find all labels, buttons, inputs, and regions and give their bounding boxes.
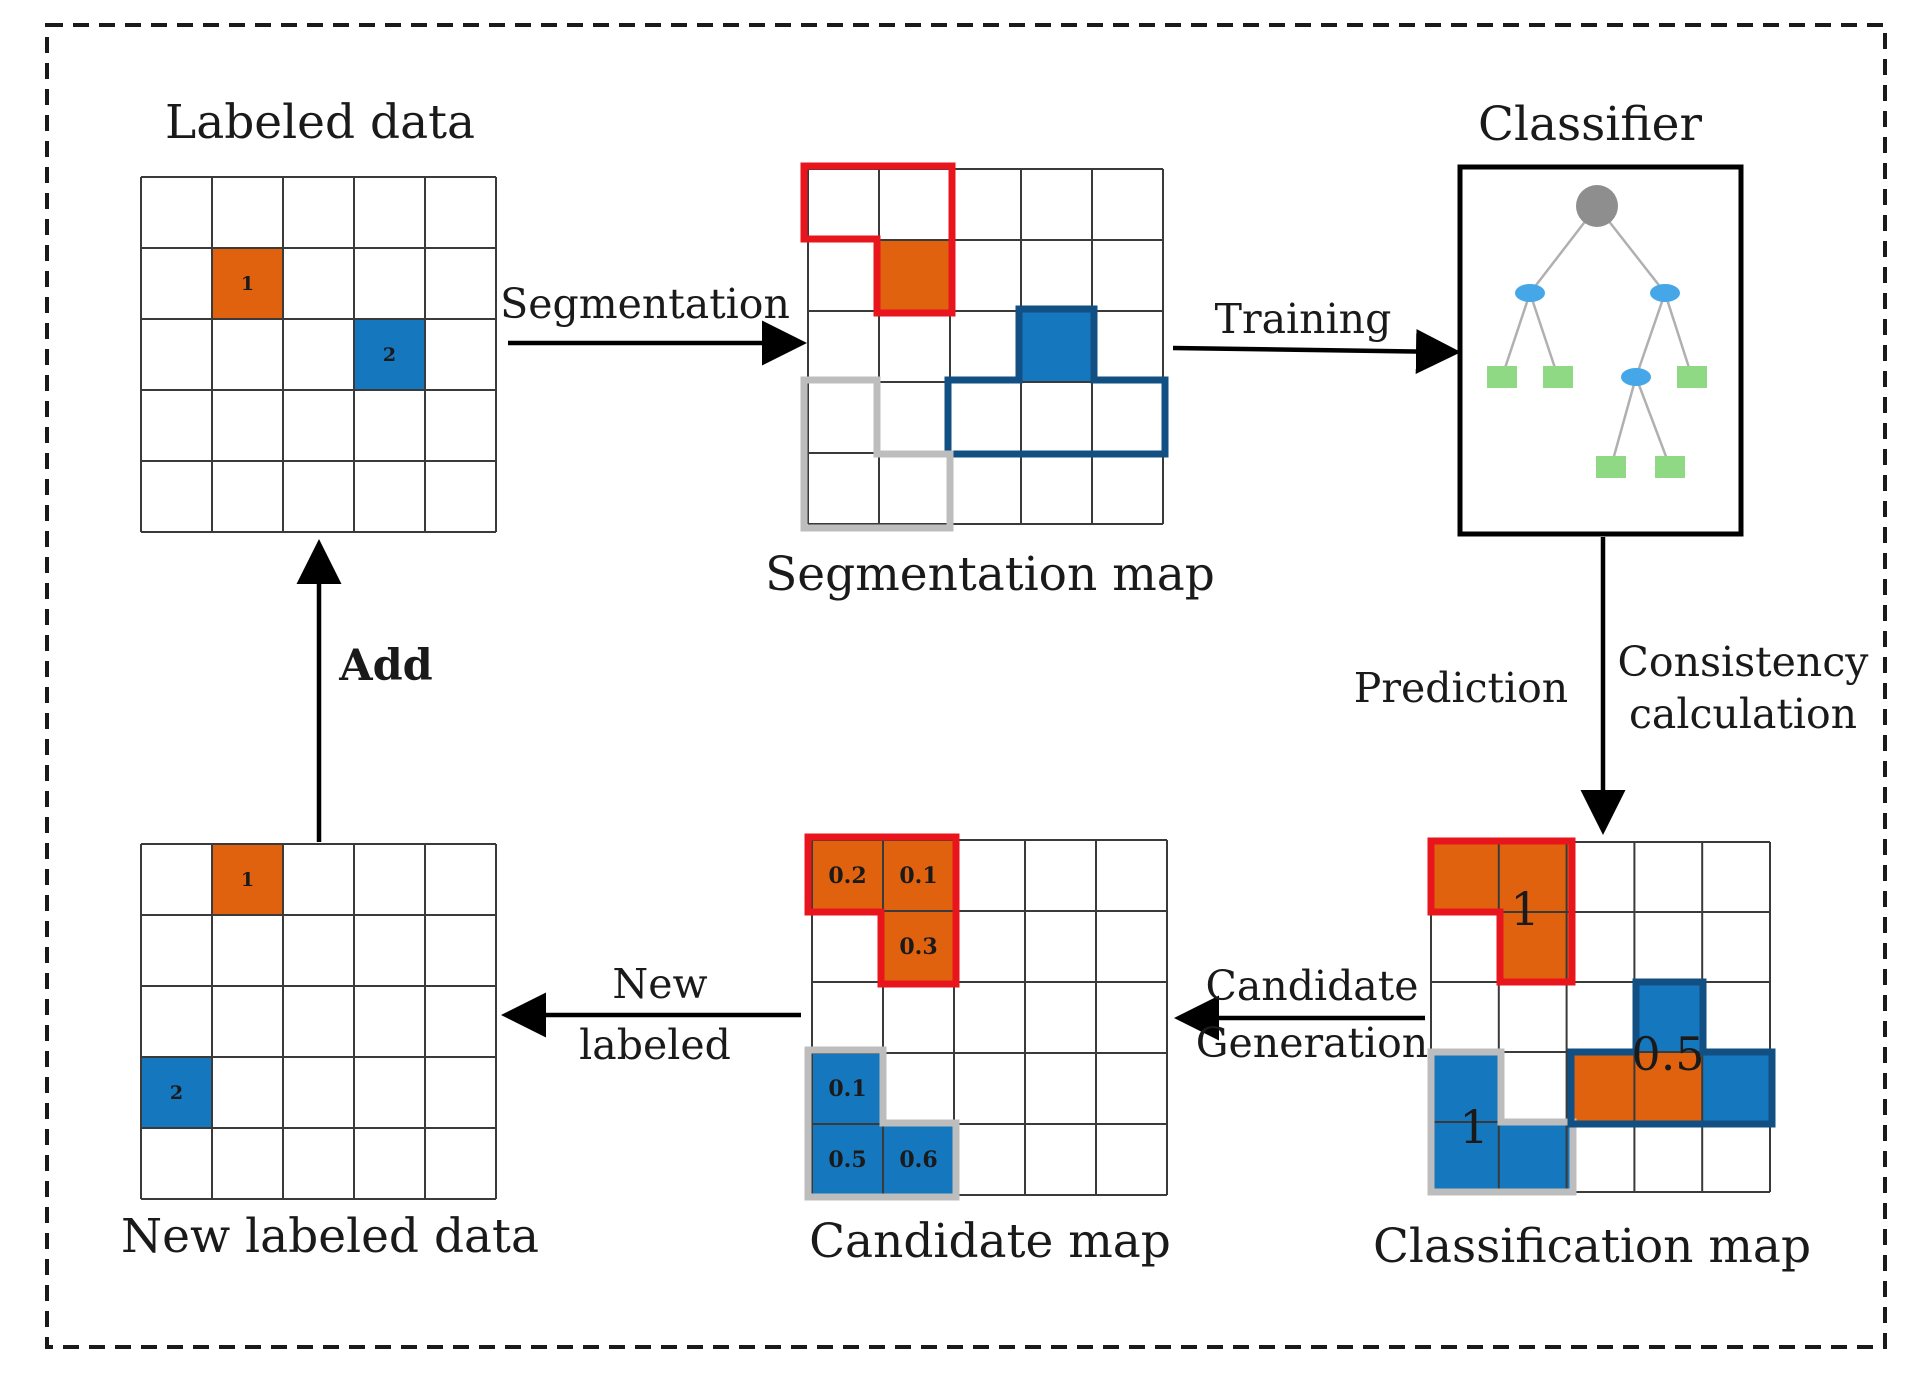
labeled-data-class2-cell: 2: [354, 319, 425, 390]
candidate-generation-label-line1: Candidate: [1205, 962, 1418, 1010]
prediction-edge-label: Prediction: [1354, 664, 1568, 712]
tree-leaf-node: [1543, 366, 1573, 388]
classification-class2-cell: [1703, 1052, 1770, 1122]
segmentation-gray-region: [800, 376, 954, 532]
tree-internal-node: [1621, 368, 1651, 386]
add-edge-label: Add: [338, 641, 433, 691]
classification-red-region: [1427, 837, 1576, 986]
add-edge: Add: [296, 539, 433, 842]
candidate-prob-value: 0.6: [899, 1147, 937, 1173]
prediction-edge: Prediction Consistency calculation: [1354, 537, 1870, 835]
classification-blue-region: [1567, 978, 1776, 1128]
segmentation-class2-cell: [1021, 311, 1092, 382]
candidate-red-region: [804, 833, 960, 988]
candidate-prob-value: 0.1: [899, 863, 937, 889]
tree-leaf-node: [1487, 366, 1517, 388]
segmentation-blue-region: [944, 305, 1169, 458]
classification-blue-value: 0.5: [1631, 1027, 1704, 1081]
new-labeled-class2-value: 2: [170, 1082, 183, 1104]
labeled-data-class2-value: 2: [383, 344, 396, 366]
segmentation-edge: Segmentation: [500, 280, 807, 366]
classifier-panel: Classifier: [1457, 97, 1744, 537]
dashed-frame: [45, 23, 1887, 1349]
segmentation-class1-cell: [879, 240, 950, 311]
training-edge: Training: [1172, 295, 1461, 374]
new-labeled-class1-value: 1: [241, 869, 254, 891]
candidate-class2-cell: [812, 1124, 883, 1195]
candidate-prob-value: 0.2: [828, 863, 866, 889]
candidate-class1-cell: [812, 840, 883, 911]
labeled-data-panel: Labeled data 1 2: [140, 95, 497, 533]
classification-red-value: 1: [1510, 882, 1539, 936]
new-labeled-data-panel: 1 2 New labeled data: [121, 843, 539, 1264]
segmentation-edge-label: Segmentation: [500, 280, 790, 328]
labeled-data-class1-cell: 1: [212, 248, 283, 319]
candidate-prob-value: 0.1: [828, 1076, 866, 1102]
classification-class1-cell: [1501, 912, 1571, 982]
new-labeled-data-title: New labeled data: [121, 1209, 539, 1264]
tree-root-node: [1576, 185, 1618, 227]
tree-internal-node: [1515, 284, 1545, 302]
segmentation-map-title: Segmentation map: [765, 547, 1215, 602]
tree-internal-node: [1650, 284, 1680, 302]
classification-map-title: Classification map: [1373, 1219, 1811, 1274]
candidate-map-panel: 0.2 0.1 0.3 0.1 0.5 0.6 Candidate map: [804, 833, 1171, 1269]
consistency-edge-label-line2: calculation: [1629, 690, 1857, 738]
consistency-edge-label-line1: Consistency: [1618, 638, 1870, 686]
classification-class2-cell: [1636, 982, 1703, 1052]
training-arrow: [1172, 328, 1461, 374]
candidate-generation-label-line2: Generation: [1196, 1019, 1428, 1067]
labeled-data-grid: [140, 176, 497, 533]
new-labeled-data-grid: [140, 843, 497, 1200]
training-edge-label: Training: [1215, 295, 1392, 343]
labeled-data-title: Labeled data: [165, 95, 475, 150]
classification-class1-cell: [1431, 842, 1571, 912]
classification-class2-cell: [1501, 1122, 1571, 1192]
classifier-title: Classifier: [1478, 97, 1702, 152]
candidate-class2-cell: [812, 1053, 883, 1124]
segmentation-map-panel: Segmentation map: [765, 162, 1215, 602]
classification-class1-cell: [1571, 1052, 1703, 1122]
tree-leaf-node: [1655, 456, 1685, 478]
new-labeled-edge: New labeled: [501, 960, 801, 1069]
candidate-prob-value: 0.5: [828, 1147, 866, 1173]
labeled-data-class1-value: 1: [241, 273, 254, 295]
segmentation-map-grid: [807, 168, 1164, 525]
new-labeled-class2-cell: 2: [141, 1057, 212, 1128]
candidate-map-title: Candidate map: [809, 1214, 1171, 1269]
candidate-generation-edge: Candidate Generation: [1174, 962, 1428, 1067]
new-labeled-label-line1: New: [612, 960, 707, 1008]
candidate-class1-cell: [883, 911, 954, 982]
candidate-class2-cell: [883, 1124, 954, 1195]
classification-map-panel: 1 1 0.5 Classification map: [1373, 837, 1811, 1274]
candidate-prob-value: 0.3: [899, 934, 937, 960]
new-labeled-label-line2: labeled: [579, 1021, 731, 1069]
candidate-class1-cell: [883, 840, 954, 911]
classification-gray-value: 1: [1459, 1100, 1488, 1154]
new-labeled-class1-cell: 1: [212, 844, 283, 915]
segmentation-red-region: [800, 162, 956, 317]
tree-leaf-node: [1596, 456, 1626, 478]
candidate-gray-region: [804, 1046, 960, 1201]
tree-leaf-node: [1677, 366, 1707, 388]
